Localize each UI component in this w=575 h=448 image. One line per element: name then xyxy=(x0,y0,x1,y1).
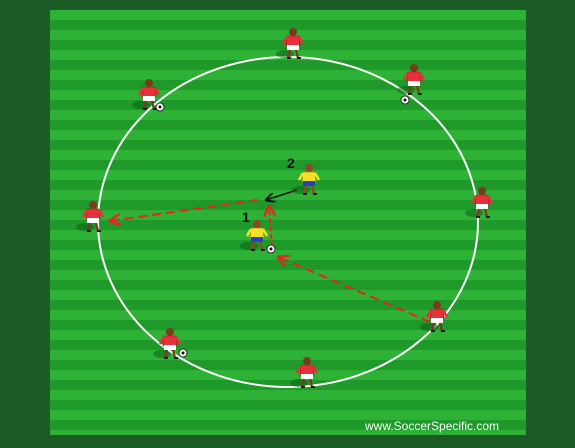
player-2-label: 2 xyxy=(287,155,295,171)
player-1-label: 1 xyxy=(242,209,250,225)
ball-icon xyxy=(400,95,410,105)
ball-icon xyxy=(266,244,276,254)
field-background xyxy=(50,10,526,435)
ball-icon xyxy=(155,102,165,112)
pass-arrow-up xyxy=(269,206,272,248)
watermark-text: www.SoccerSpecific.com xyxy=(365,419,500,433)
move-arrow-player-2 xyxy=(266,189,298,200)
pass-arrow-to-left xyxy=(110,199,259,221)
ball-icon xyxy=(178,348,188,358)
